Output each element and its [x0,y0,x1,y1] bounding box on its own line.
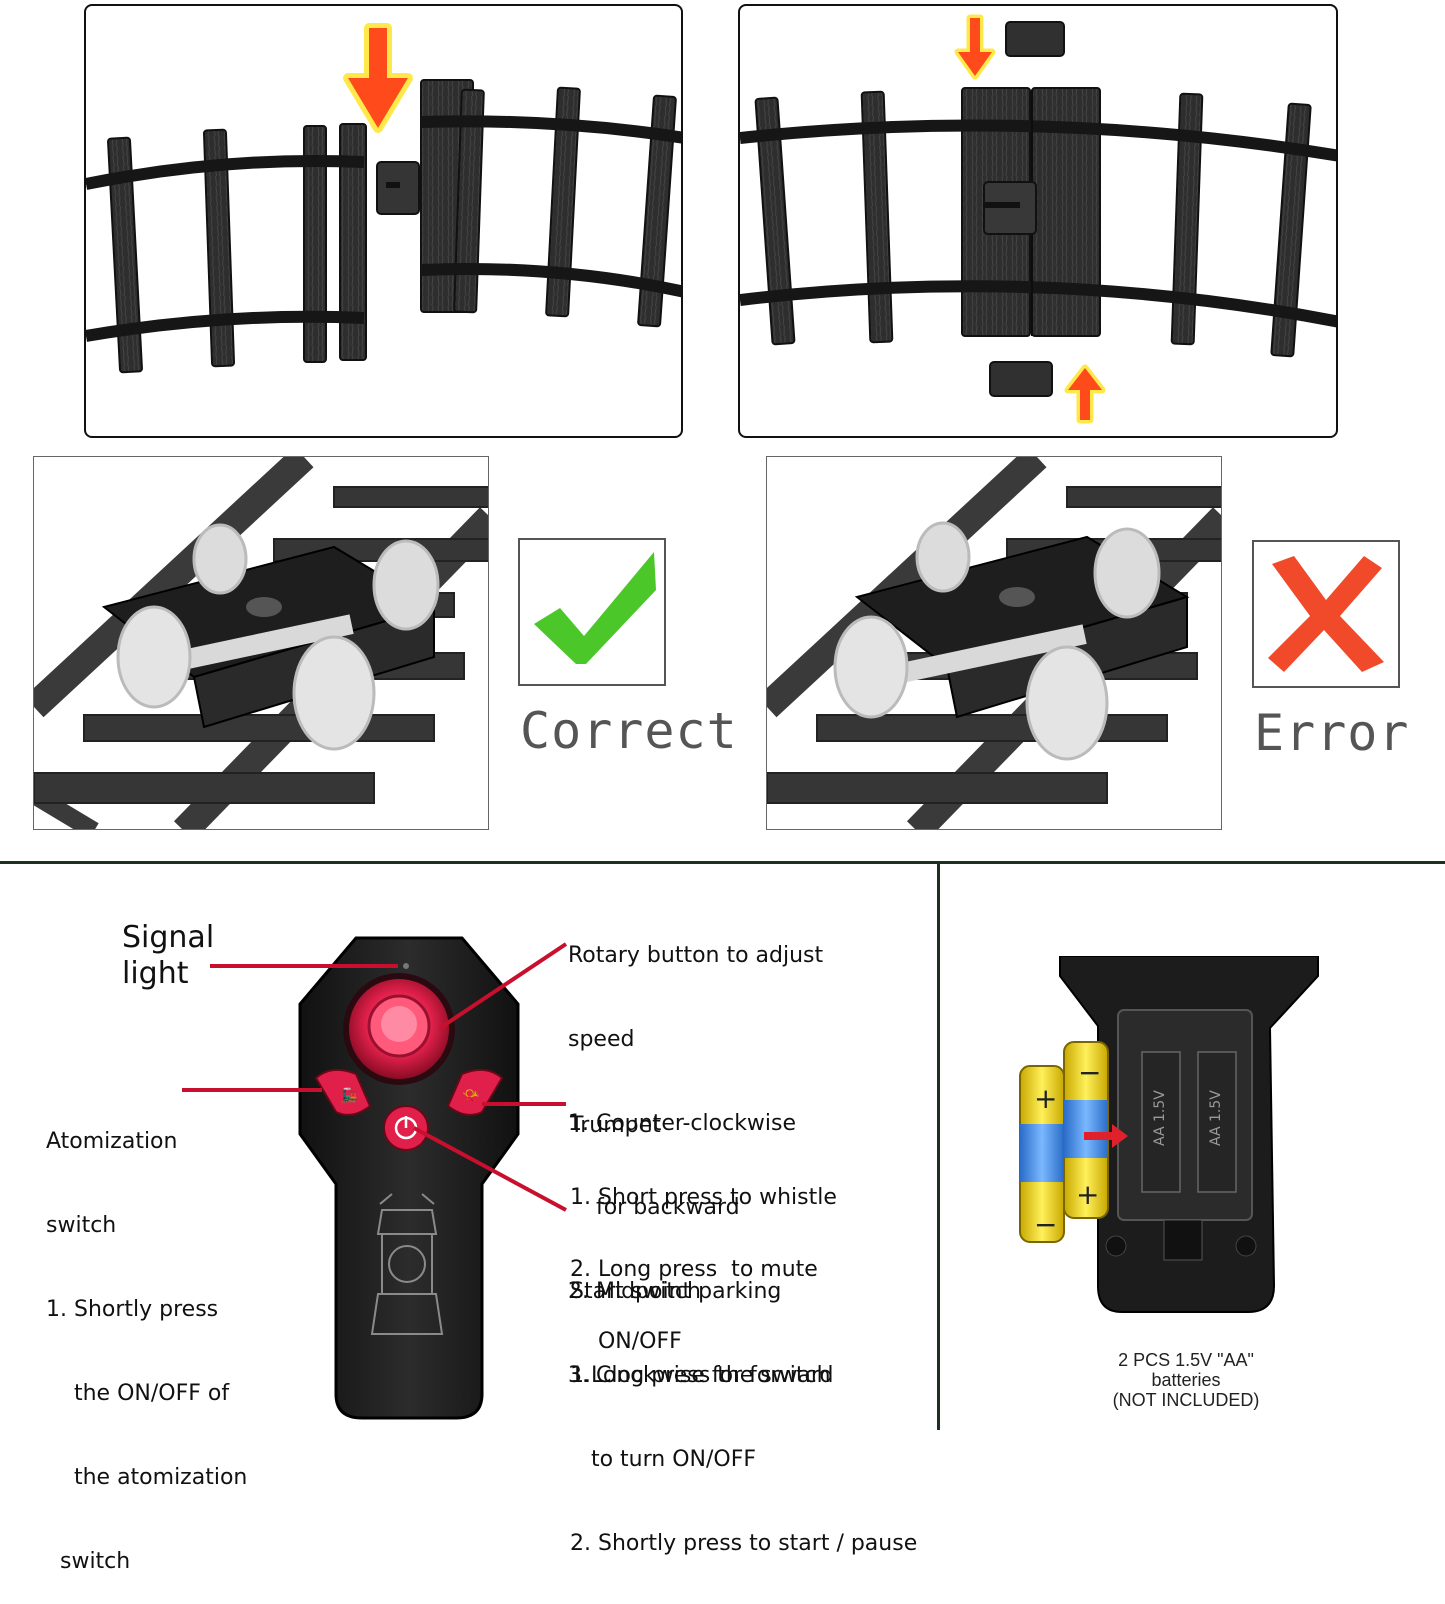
svg-text:AA 1.5V: AA 1.5V [1152,1090,1168,1146]
trumpet-button[interactable]: 📯 [446,1068,504,1116]
remote-controller: 🚂 📯 [296,934,522,1422]
correct-wheel-placement-photo [33,456,489,830]
correct-indicator-box [518,538,666,686]
horn-icon: 📯 [462,1088,480,1104]
wheel-bogie [101,523,440,751]
up-arrow-icon [1064,364,1106,424]
insert-arrow-icon [1084,1124,1128,1148]
x-mark-icon [1268,556,1384,672]
battery-compartment-illustration: AA 1.5V AA 1.5V + − − + [1018,955,1324,1318]
track-joined-illustration [740,14,1336,424]
checkmark-icon [534,552,656,664]
down-arrow-icon [343,23,413,133]
error-indicator-box [1252,540,1400,688]
error-wheel-placement-photo [766,456,1222,830]
error-label: Error [1254,704,1410,762]
train-icon: 🚂 [340,1087,357,1104]
section-divider-vertical [937,864,940,1430]
atomization-button[interactable]: 🚂 [314,1068,372,1116]
start-switch-caption: Start switch 1.Long press the switch to … [570,1279,918,1556]
down-arrow-icon [954,14,996,80]
start-button[interactable] [383,1105,429,1151]
signal-light-indicator [403,963,409,969]
atomization-switch-caption: Atomization switch 1. Shortly press the … [46,1129,248,1574]
signal-light-label: Signal light [122,920,215,991]
aa-battery-pair: + − − + [1019,1041,1109,1243]
correct-label: Correct [520,702,738,760]
wheel-bogie [833,521,1190,761]
speed-dial[interactable] [343,973,455,1085]
svg-text:+: + [1076,1178,1099,1211]
svg-text:−: − [1034,1208,1057,1241]
track-pieces-illustration [86,23,681,374]
trumpet-caption: Trumpet 1. Short press to whistle 2. Lon… [570,1113,837,1354]
svg-text:AA 1.5V: AA 1.5V [1208,1090,1224,1146]
rotary-button-caption: Rotary button to adjust speed 1. Counter… [568,943,834,1388]
locomotive-emblem-icon [370,1193,444,1335]
track-clip-step-panel [738,4,1338,438]
section-divider-horizontal [0,861,1445,864]
track-connect-step-panel [84,4,683,438]
battery-note: 2 PCS 1.5V "AA" batteries (NOT INCLUDED) [1112,1350,1260,1410]
svg-text:+: + [1034,1082,1057,1115]
svg-text:−: − [1078,1056,1101,1089]
